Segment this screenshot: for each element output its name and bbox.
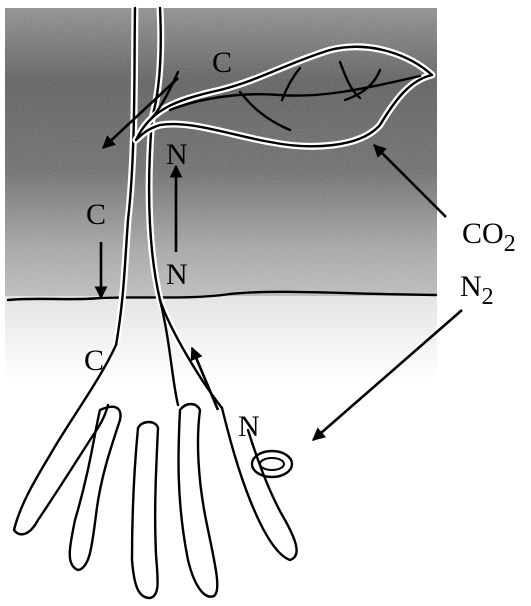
label-n2: N2: [460, 270, 494, 310]
label-co2-subscript: 2: [504, 231, 516, 257]
ground-background: [5, 296, 437, 380]
label-c-top: C: [212, 46, 232, 79]
label-n-mid: N: [166, 258, 188, 291]
label-n-upper: N: [166, 138, 188, 171]
label-c-low: C: [84, 344, 104, 377]
root-nodule: [252, 451, 292, 477]
label-co2-base: CO: [462, 217, 504, 250]
label-c-mid: C: [86, 198, 106, 231]
label-co2: CO2: [462, 217, 516, 257]
label-n-root: N: [238, 410, 260, 443]
label-n2-base: N: [460, 270, 482, 303]
label-n2-subscript: 2: [482, 284, 494, 310]
